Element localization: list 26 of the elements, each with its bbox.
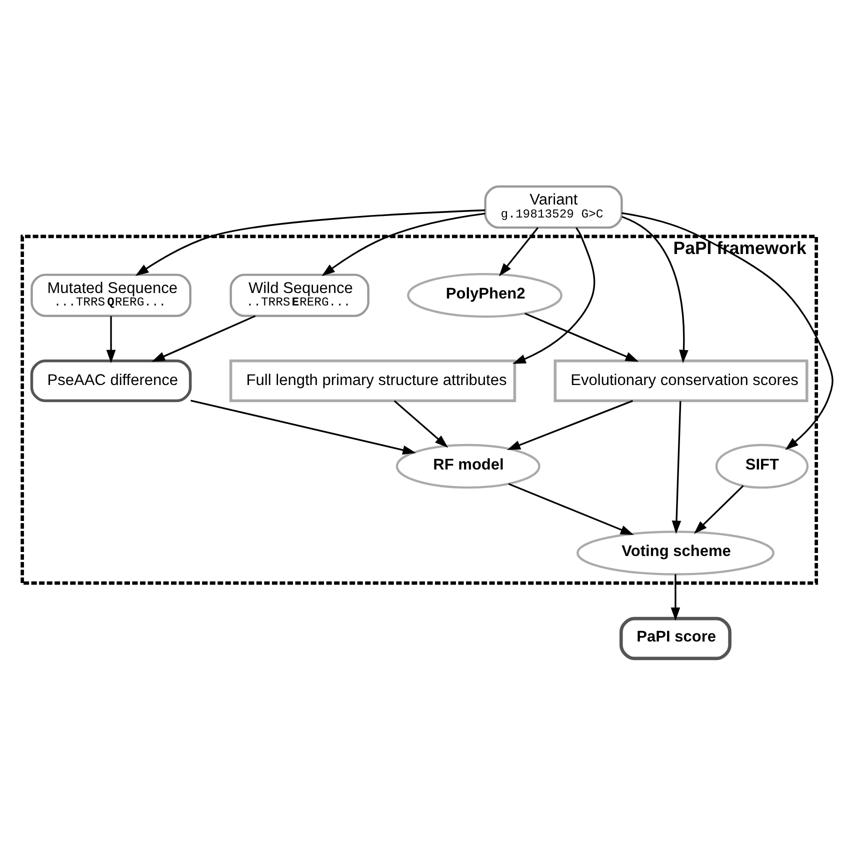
arrow [693, 484, 744, 534]
arrow [671, 400, 681, 534]
node-ellipse: Voting scheme [576, 530, 774, 575]
arrow [670, 574, 680, 620]
arrow [134, 208, 485, 276]
arrow [621, 215, 688, 363]
node-box: Full length primary structure attributes [228, 358, 516, 402]
arrow [190, 399, 416, 454]
node-box: PseAAC difference [30, 358, 192, 402]
node-box: Mutated Sequence ...TRRSQRERG... [30, 273, 191, 316]
node-ellipse: PolyPhen2 [406, 272, 562, 318]
node-box: Wild Sequence ..TRRSERERG... [229, 273, 369, 316]
arrow [393, 400, 448, 448]
arrow [508, 482, 634, 534]
node-box: PaPI score [618, 616, 731, 660]
node-ellipse: SIFT [714, 443, 808, 488]
arrow [621, 212, 833, 450]
node-box: Evolutionary conservation scores [553, 358, 808, 402]
arrow [106, 316, 116, 363]
arrow [506, 400, 633, 450]
node-box: Variant g.19813529 G>C [484, 184, 622, 228]
arrow [512, 226, 595, 364]
arrow [498, 226, 538, 276]
arrow [321, 212, 485, 276]
arrow [151, 314, 256, 362]
arrow [524, 312, 638, 362]
